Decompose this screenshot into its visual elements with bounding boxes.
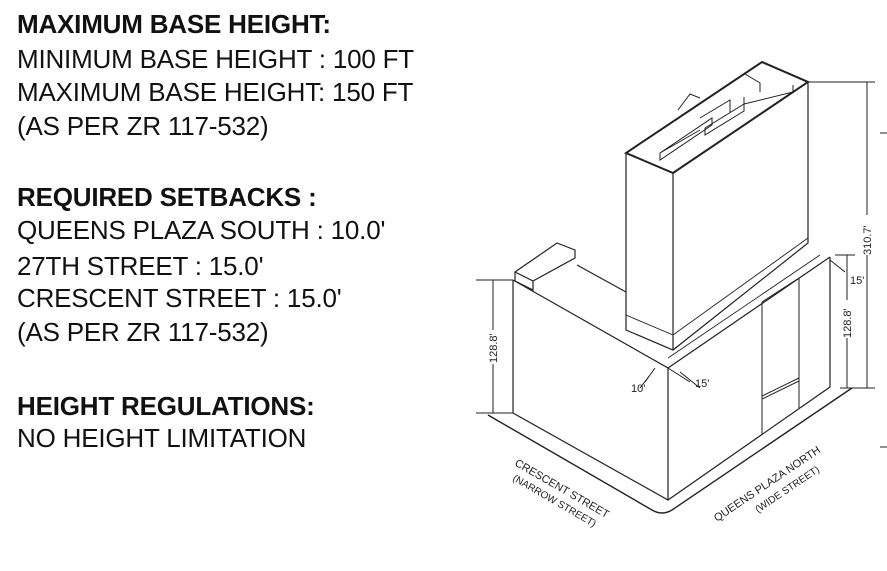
setback-27th-street: 27TH STREET : 15.0' xyxy=(17,251,264,281)
setback-queens-plaza-south: QUEENS PLAZA SOUTH : 10.0' xyxy=(17,215,386,245)
street-label-queens-plaza-north: QUEENS PLAZA NORTH xyxy=(712,444,823,524)
no-height-limitation-text: NO HEIGHT LIMITATION xyxy=(17,423,307,453)
dim-right-base-height: 128.8' xyxy=(842,308,854,338)
setback-crescent-street: CRESCENT STREET : 15.0' xyxy=(17,283,342,313)
setback-label-right: 15' xyxy=(850,275,864,287)
setback-label-front-right: 15' xyxy=(695,378,709,390)
dim-total-height: 310.7' xyxy=(862,225,874,255)
heading-required-setbacks: REQUIRED SETBACKS : xyxy=(17,182,317,212)
tower xyxy=(623,60,811,351)
max-base-height-text: MAXIMUM BASE HEIGHT: 150 FT xyxy=(17,77,414,107)
heading-max-base-height: MAXIMUM BASE HEIGHT: xyxy=(17,9,331,39)
heading-height-regulations: HEIGHT REGULATIONS: xyxy=(17,391,315,421)
street-curb xyxy=(487,387,853,514)
setback-label-front-left: 10' xyxy=(631,383,645,395)
dimension-lines xyxy=(476,81,887,448)
podium xyxy=(512,242,831,501)
zr-reference-text: (AS PER ZR 117-532) xyxy=(17,111,269,141)
dim-left-base-height: 128.8' xyxy=(488,333,500,363)
min-base-height-text: MINIMUM BASE HEIGHT : 100 FT xyxy=(17,44,414,74)
zr-reference-text-2: (AS PER ZR 117-532) xyxy=(17,317,269,347)
